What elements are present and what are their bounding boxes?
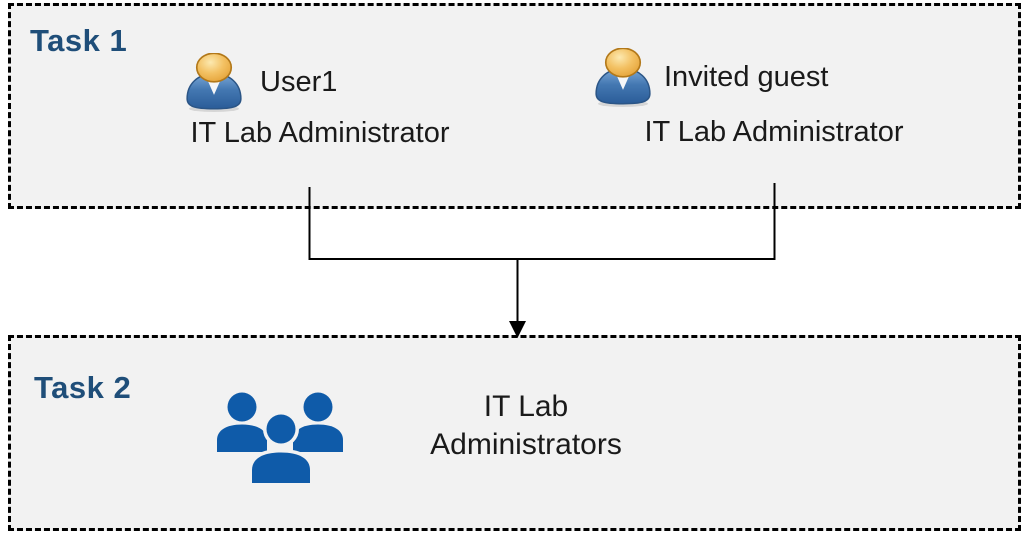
person-role: IT Lab Administrator (190, 117, 450, 149)
task1-box: Task 1 User1 IT Lab Administrator Invite… (8, 3, 1021, 209)
person-icon (186, 53, 242, 112)
person-icon (595, 48, 651, 107)
person-name: User1 (260, 66, 338, 98)
task1-label: Task 1 (30, 23, 128, 58)
people-group-icon (217, 392, 343, 486)
person-name: Invited guest (664, 61, 829, 93)
group-name: IT Lab Administrators (430, 390, 622, 461)
task2-label: Task 2 (34, 370, 132, 405)
person-role: IT Lab Administrator (644, 116, 904, 148)
task2-box: Task 2 IT Lab Administrators (8, 335, 1021, 531)
